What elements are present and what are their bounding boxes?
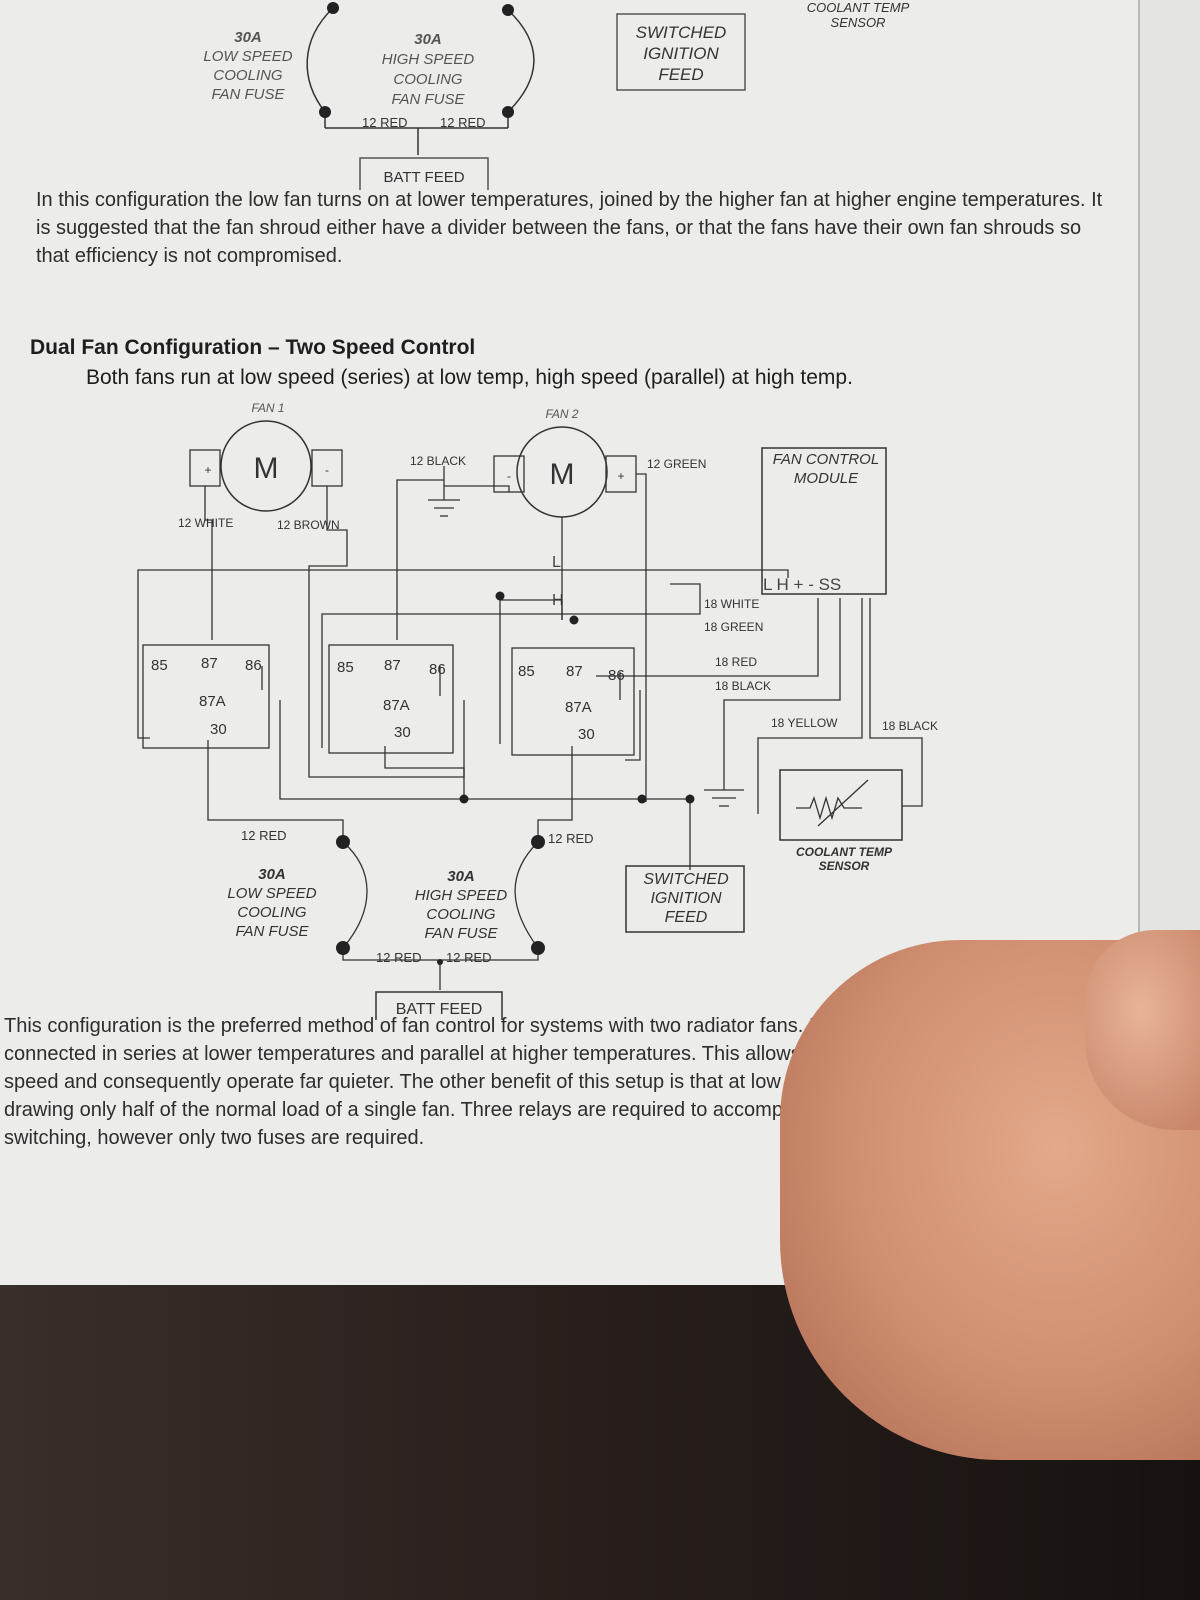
section-heading: Dual Fan Configuration – Two Speed Contr… xyxy=(30,336,476,359)
paragraph-two-speed-description: This configuration is the preferred meth… xyxy=(4,1015,1027,1149)
fuse-terminal-dot xyxy=(319,106,331,118)
ignition-line: FEED xyxy=(665,909,708,926)
fan2-plus-sign: + xyxy=(617,469,624,483)
top-low-fuse-line: FAN FUSE xyxy=(211,86,285,103)
top-wire-label: 12 RED xyxy=(362,115,408,130)
fan1-plus-sign: + xyxy=(204,463,211,477)
top-wire-label: 12 RED xyxy=(440,115,486,130)
relay3-pin-86: 86 xyxy=(608,667,625,684)
wire-label-18-green: 18 GREEN xyxy=(704,620,763,634)
fuse-output-label: 12 RED xyxy=(376,950,422,965)
wire-label-12-brown: 12 BROWN xyxy=(277,518,340,532)
switched-ignition-box xyxy=(625,865,745,933)
module-label-line: FAN CONTROL xyxy=(773,451,879,468)
fan2-motor-symbol: M xyxy=(550,458,575,491)
top-coolant-sensor-line: COOLANT TEMP xyxy=(807,0,910,15)
wire-label-18-white: 18 WHITE xyxy=(704,597,759,611)
fuse-terminal-dot xyxy=(502,4,514,16)
top-ignition-line: SWITCHED xyxy=(636,23,727,42)
section-subtitle: Both fans run at low speed (series) at l… xyxy=(86,366,853,389)
top-batt-feed-label: BATT FEED xyxy=(383,169,464,186)
relay3-pin-87a: 87A xyxy=(565,699,592,716)
relay2-pin-87a: 87A xyxy=(383,697,410,714)
low-fuse-line: FAN FUSE xyxy=(235,923,309,940)
top-ignition-line: IGNITION xyxy=(643,44,719,63)
relay2-pin-86: 86 xyxy=(429,661,446,678)
relay-1 xyxy=(142,644,270,749)
top-low-fuse-line: 30A xyxy=(234,29,262,46)
wire-label-18-black-sensor: 18 BLACK xyxy=(882,719,938,733)
ignition-line: IGNITION xyxy=(650,890,722,907)
top-low-fuse-line: LOW SPEED xyxy=(203,48,292,65)
high-fuse-line: COOLING xyxy=(426,906,496,923)
relay3-pin-87: 87 xyxy=(566,663,583,680)
top-wiring-diagram: 30A LOW SPEED COOLING FAN FUSE 30A HIGH … xyxy=(203,0,910,190)
top-high-fuse-line: COOLING xyxy=(393,71,463,88)
ground-symbol-fan2 xyxy=(428,466,460,517)
relay1-pin-30: 30 xyxy=(210,721,227,738)
top-coolant-sensor-line: SENSOR xyxy=(831,15,886,30)
batt-feed-box xyxy=(375,991,503,1020)
junction-dots xyxy=(336,591,695,965)
wire-label-12-white: 12 WHITE xyxy=(178,516,233,530)
relay2-pin-87: 87 xyxy=(384,657,401,674)
two-speed-wiring-diagram: FAN 1 M + - FAN 2 M - + 12 WHITE 12 BROW… xyxy=(137,401,938,1020)
module-label-line: MODULE xyxy=(794,470,859,487)
wire-label-18-yellow: 18 YELLOW xyxy=(771,716,838,730)
fan1-motor-symbol: M xyxy=(254,452,279,485)
fuse-terminal-dot xyxy=(502,106,514,118)
relay2-pin-30: 30 xyxy=(394,724,411,741)
top-high-fuse-line: 30A xyxy=(414,31,442,48)
ignition-line: SWITCHED xyxy=(643,871,729,888)
coolant-sensor-line: SENSOR xyxy=(819,859,870,873)
low-fuse-line: LOW SPEED xyxy=(227,885,316,902)
fuse-output-label: 12 RED xyxy=(446,950,492,965)
high-fuse-line: HIGH SPEED xyxy=(415,887,508,904)
relay1-pin-87: 87 xyxy=(201,655,218,672)
top-batt-feed-box xyxy=(359,157,489,190)
relay3-pin-85: 85 xyxy=(518,663,535,680)
wire-label-12-red: 12 RED xyxy=(241,828,287,843)
module-pin-labels: L H + - SS xyxy=(763,575,841,594)
wire-label-18-black: 18 BLACK xyxy=(715,679,771,693)
ground-symbol-module xyxy=(704,789,744,807)
page-fold-line xyxy=(1138,0,1140,1285)
relay3-pin-30: 30 xyxy=(578,726,595,743)
low-fuse-line: 30A xyxy=(258,866,286,883)
wire-label-12-red: 12 RED xyxy=(548,831,594,846)
coolant-temp-sensor-box xyxy=(779,769,903,841)
batt-feed-label: BATT FEED xyxy=(396,1001,483,1018)
relay1-pin-85: 85 xyxy=(151,657,168,674)
thermistor-arrow-icon xyxy=(817,779,869,827)
fuse-terminal-dot xyxy=(327,2,339,14)
paragraph-single-speed-description: In this configuration the low fan turns … xyxy=(36,189,1103,267)
low-fuse-line: COOLING xyxy=(237,904,307,921)
wire-label-18-red: 18 RED xyxy=(715,655,757,669)
fan2-label: FAN 2 xyxy=(545,407,578,421)
handwritten-L-note: L xyxy=(552,554,561,571)
high-fuse-line: FAN FUSE xyxy=(424,925,498,942)
fan1-label: FAN 1 xyxy=(251,401,284,415)
top-switched-ignition-box xyxy=(616,13,746,91)
wire-label-12-green: 12 GREEN xyxy=(647,457,706,471)
fan1-motor xyxy=(220,420,312,512)
wiring-network xyxy=(137,473,923,990)
top-high-fuse-line: HIGH SPEED xyxy=(382,51,475,68)
fan1-minus-sign: - xyxy=(325,463,329,477)
fan2-minus-sign: - xyxy=(507,469,511,483)
relay2-pin-85: 85 xyxy=(337,659,354,676)
fan-control-module xyxy=(761,447,887,595)
relay-3 xyxy=(511,647,635,756)
top-high-fuse-line: FAN FUSE xyxy=(391,91,465,108)
top-low-fuse-line: COOLING xyxy=(213,67,283,84)
relay1-pin-86: 86 xyxy=(245,657,262,674)
relay1-pin-87a: 87A xyxy=(199,693,226,710)
thumb xyxy=(1085,930,1200,1130)
coolant-sensor-line: COOLANT TEMP xyxy=(796,845,893,859)
relay-2 xyxy=(328,644,454,754)
wire-label-12-black: 12 BLACK xyxy=(410,454,466,468)
top-ignition-line: FEED xyxy=(658,65,703,84)
high-fuse-line: 30A xyxy=(447,868,475,885)
